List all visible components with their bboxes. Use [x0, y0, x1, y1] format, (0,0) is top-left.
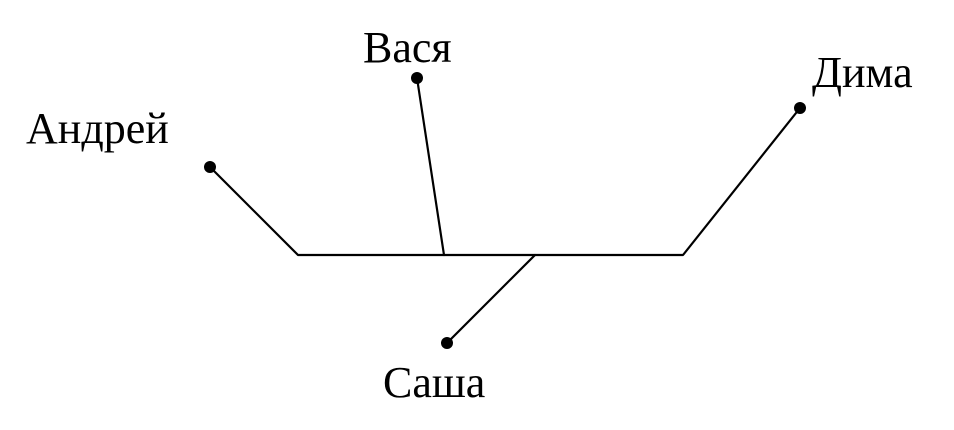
road-to-vasya	[415, 76, 446, 257]
dima-point	[794, 102, 806, 114]
vasya-point	[411, 72, 423, 84]
sasha-label: Саша	[383, 358, 485, 407]
andrey-label: Андрей	[26, 104, 169, 153]
vasya-label: Вася	[363, 23, 452, 72]
main-road	[208, 106, 802, 257]
road-to-sasha	[445, 253, 537, 345]
andrey-point	[204, 161, 216, 173]
sasha-point	[441, 337, 453, 349]
dima-label: Дима	[812, 48, 913, 97]
